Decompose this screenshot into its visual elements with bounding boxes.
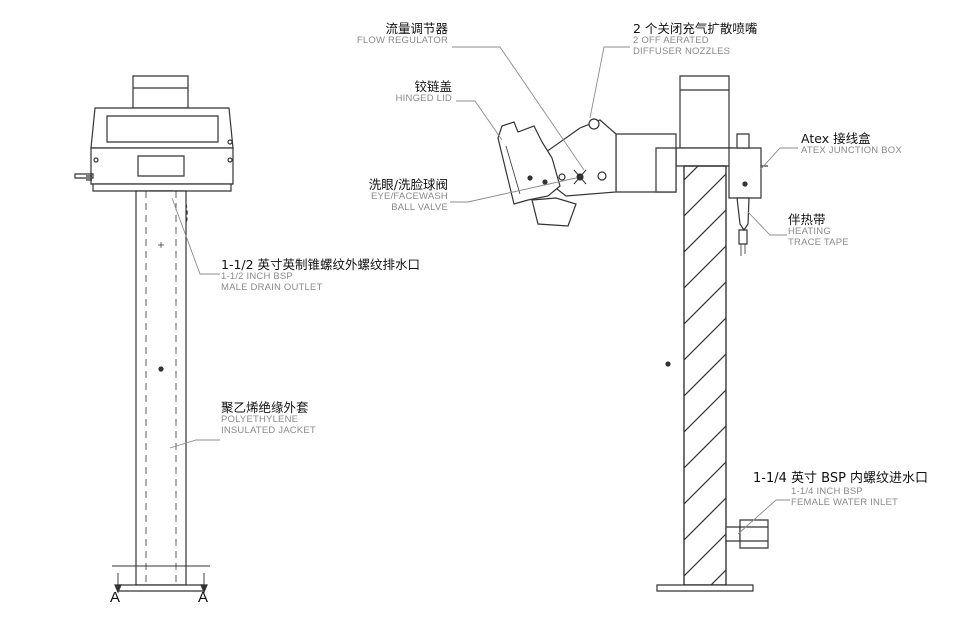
- side-hinged-lid: [532, 198, 576, 226]
- leader-flow-regulator: [452, 47, 584, 170]
- ball-valve-en1: EYE/FACEWASH: [370, 191, 448, 203]
- leader-diffuser: [590, 47, 630, 118]
- side-view: [498, 76, 768, 591]
- front-housing-body: [91, 148, 233, 184]
- diffuser-nozzles-label: 2 个关闭充气扩散喷嘴 2 OFF AERATED DIFFUSER NOZZL…: [633, 21, 758, 58]
- water-inlet-label: 1-1/4 英寸 BSP 内螺纹进水口 1-1/4 INCH BSP FEMAL…: [753, 471, 929, 509]
- hinged-lid-zh: 铰链盖: [414, 79, 452, 94]
- atex-box-zh: Atex 接线盒: [801, 131, 871, 146]
- section-marker-right: A: [198, 589, 209, 606]
- ball-valve-label: 洗眼/洗脸球阀 EYE/FACEWASH BALL VALVE: [340, 177, 448, 214]
- leader-ball-valve: [450, 178, 576, 202]
- water-inlet-en2: FEMALE WATER INLET: [791, 496, 899, 508]
- drain-outlet-en1: 1-1/2 INCH BSP: [221, 271, 293, 283]
- jacket-label: 聚乙烯绝缘外套 POLYETHYLENE INSULATED JACKET: [221, 400, 316, 437]
- side-column: [684, 166, 726, 585]
- section-marker-left: A: [110, 589, 121, 606]
- jacket-zh: 聚乙烯绝缘外套: [221, 400, 309, 415]
- side-floor-plate: [657, 585, 753, 591]
- flow-regulator-en: FLOW REGULATOR: [356, 35, 448, 47]
- front-top-stub: [133, 76, 188, 108]
- flow-regulator-label: 流量调节器 FLOW REGULATOR: [330, 21, 448, 47]
- front-column: [136, 191, 186, 585]
- water-inlet-en1: 1-1/4 INCH BSP: [791, 485, 863, 497]
- trace-tape-en2: TRACE TAPE: [788, 237, 849, 249]
- leader-atex: [760, 148, 798, 170]
- side-trace-gland: [737, 198, 749, 230]
- leader-jacket: [170, 440, 220, 448]
- ball-valve-zh: 洗眼/洗脸球阀: [368, 177, 448, 192]
- diffuser-nozzles-en2: DIFFUSER NOZZLES: [633, 46, 731, 58]
- front-housing-base: [93, 184, 231, 191]
- atex-box-label: Atex 接线盒 ATEX JUNCTION BOX: [801, 131, 902, 157]
- water-inlet-zh: 1-1/4 英寸 BSP 内螺纹进水口: [753, 471, 929, 486]
- side-water-inlet: [726, 527, 740, 541]
- hinged-lid-en: HINGED LID: [395, 93, 452, 105]
- drain-outlet-zh: 1-1/2 英寸英制锥螺纹外螺纹排水口: [221, 257, 421, 272]
- atex-box-en: ATEX JUNCTION BOX: [801, 145, 902, 157]
- side-upper-tube: [680, 76, 729, 148]
- side-atex-box: [729, 148, 761, 198]
- leader-trace: [748, 212, 787, 235]
- diffuser-nozzles-en1: 2 OFF AERATED: [633, 35, 709, 47]
- hinged-lid-label: 铰链盖 HINGED LID: [360, 79, 452, 105]
- trace-tape-zh: 伴热带: [788, 212, 826, 227]
- front-floor-plate: [118, 585, 204, 591]
- leader-inlet: [738, 500, 790, 534]
- drain-outlet-label: 1-1/2 英寸英制锥螺纹外螺纹排水口 1-1/2 INCH BSP MALE …: [221, 257, 421, 294]
- side-bowl: [498, 122, 560, 204]
- trace-tape-en1: HEATING: [788, 226, 831, 238]
- jacket-en1: POLYETHYLENE: [221, 414, 299, 426]
- trace-tape-label: 伴热带 HEATING TRACE TAPE: [788, 212, 849, 249]
- leader-lines: [170, 47, 798, 534]
- ball-valve-en2: BALL VALVE: [391, 202, 448, 214]
- drain-outlet-en2: MALE DRAIN OUTLET: [221, 282, 323, 294]
- leader-hinged-lid: [456, 101, 502, 140]
- jacket-en2: INSULATED JACKET: [221, 425, 316, 437]
- front-view: [75, 76, 233, 592]
- leader-drain: [172, 198, 220, 274]
- flow-regulator-zh: 流量调节器: [385, 21, 448, 36]
- diffuser-nozzles-zh: 2 个关闭充气扩散喷嘴: [633, 21, 758, 36]
